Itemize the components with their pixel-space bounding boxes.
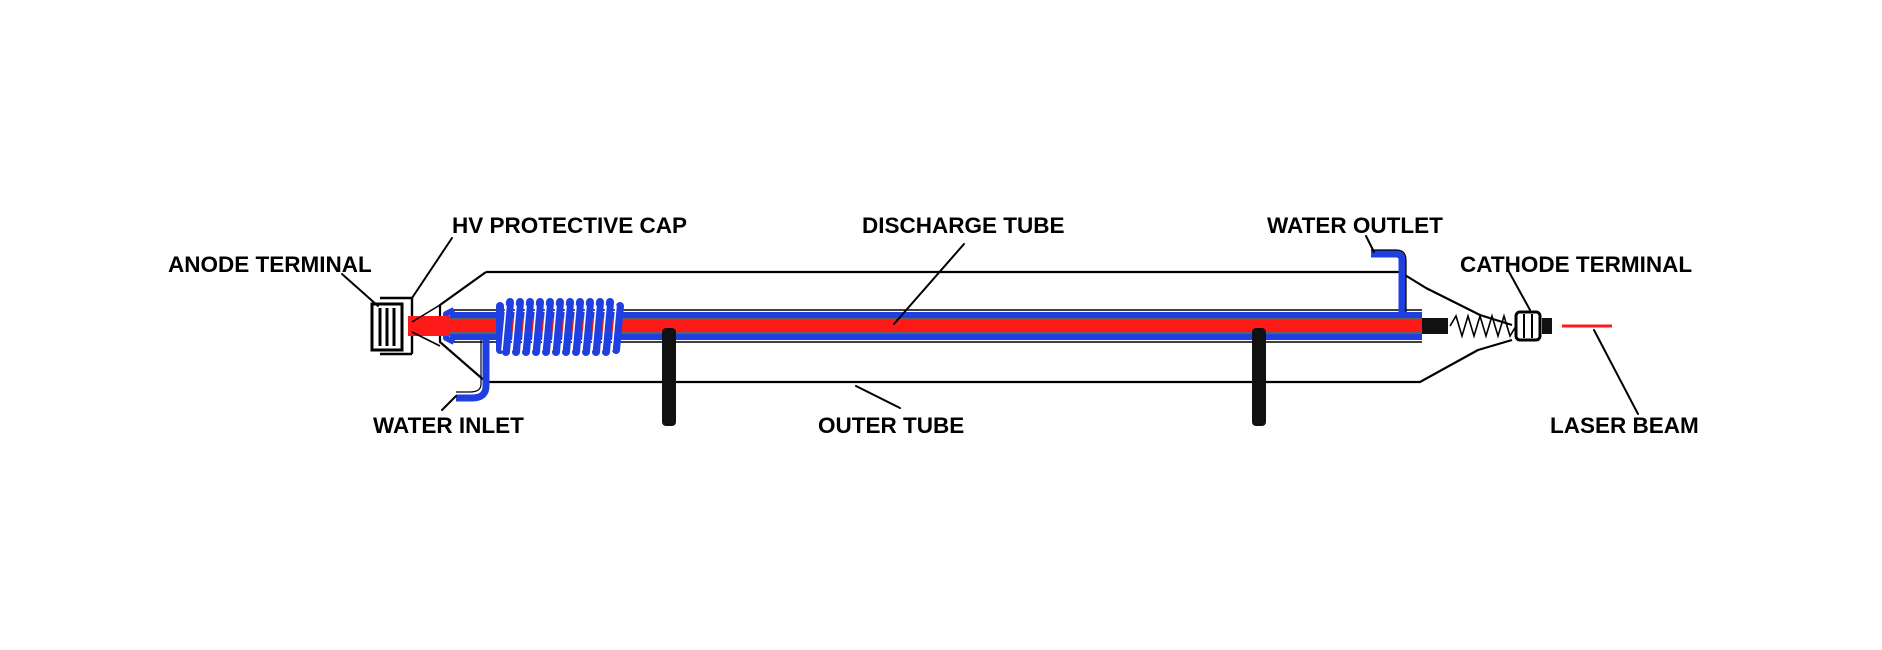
cathode-spring <box>1449 313 1517 339</box>
gas-return-coil <box>496 298 624 356</box>
label-water-inlet: WATER INLET <box>373 413 524 438</box>
label-outer-tube: OUTER TUBE <box>818 413 964 438</box>
label-laser-beam: LASER BEAM <box>1550 413 1699 438</box>
water-outlet-pipe <box>1371 250 1406 314</box>
label-water-outlet: WATER OUTLET <box>1267 213 1443 238</box>
leader-water-inlet <box>441 395 457 411</box>
leader-outer-tube <box>855 385 901 409</box>
leader-discharge-tube <box>893 243 965 325</box>
water-channel-upper <box>450 312 1422 318</box>
water-channel-lower <box>450 334 1422 340</box>
support-post-left <box>662 328 676 426</box>
label-discharge-tube: DISCHARGE TUBE <box>862 213 1065 238</box>
label-hv-protective-cap: HV PROTECTIVE CAP <box>452 213 687 238</box>
cathode-terminal <box>1514 310 1542 342</box>
cathode-assembly <box>1422 310 1552 342</box>
label-anode-terminal: ANODE TERMINAL <box>168 252 372 277</box>
leader-water-outlet <box>1365 235 1375 253</box>
leader-hv-protective-cap <box>411 237 453 299</box>
leader-laser-beam <box>1593 329 1639 415</box>
label-cathode-terminal: CATHODE TERMINAL <box>1460 252 1692 277</box>
leader-cathode-terminal <box>1507 269 1531 311</box>
labels: ANODE TERMINAL HV PROTECTIVE CAP DISCHAR… <box>168 213 1699 438</box>
water-inlet-pipe <box>456 336 490 402</box>
leader-lines <box>341 235 1639 415</box>
anode-assembly <box>370 296 450 356</box>
leader-anode-terminal <box>341 273 379 307</box>
support-post-right <box>1252 328 1266 426</box>
